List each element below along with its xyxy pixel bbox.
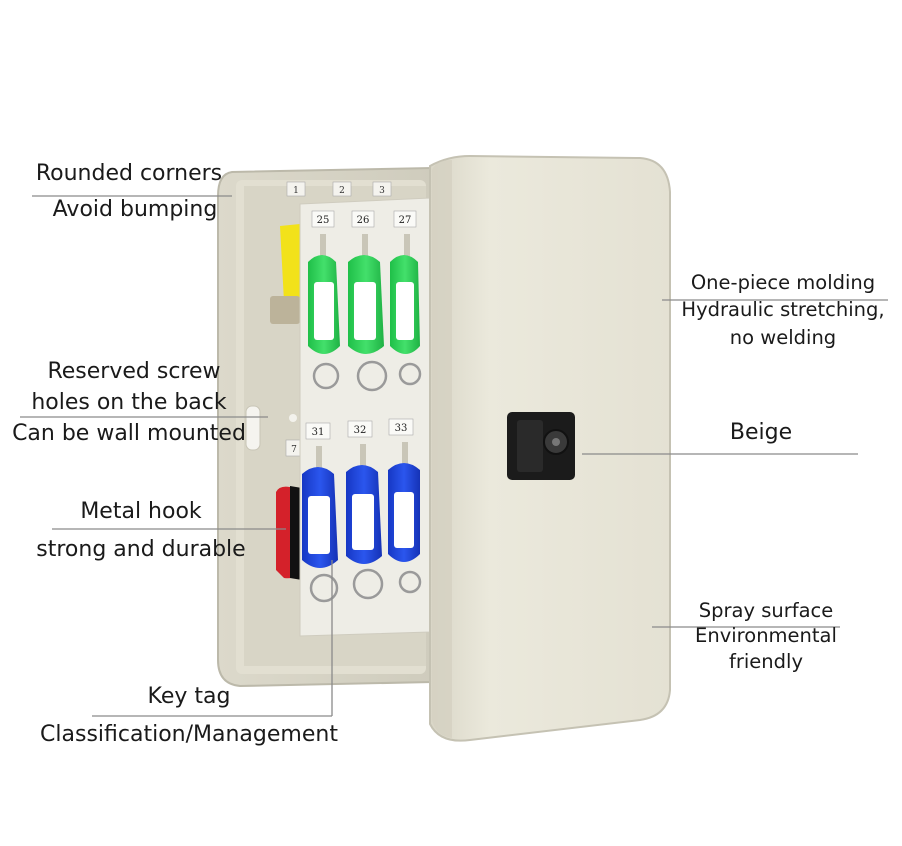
annotation-line: Avoid bumping (52, 197, 218, 223)
annotation-line: holes on the back (31, 390, 227, 416)
key-tag-green (348, 234, 388, 392)
annotation-line: Rounded corners (35, 161, 223, 186)
cabinet-door (429, 154, 671, 742)
back-hook-row: 1 2 3 (286, 181, 392, 197)
annotation-line: One-piece molding (690, 271, 876, 294)
annotation-color: Beige (700, 420, 822, 445)
annotation-line: Beige (729, 420, 793, 445)
hook-number: 31 (312, 427, 325, 438)
annotation-line: Hydraulic stretching, (681, 298, 885, 322)
key-tag-blue (302, 446, 339, 603)
key-tag-blue (388, 442, 422, 594)
annotation-surface: Spray surface Environmental friendly (682, 599, 850, 673)
annotation-line: strong and durable (36, 537, 246, 563)
annotation-line: Spray surface (698, 599, 834, 622)
annotation-line: Reserved screw (47, 359, 221, 384)
green-key-tags (308, 234, 422, 392)
hook-plate: 25 26 27 31 32 33 (299, 197, 431, 637)
annotation-line: no welding (729, 325, 837, 349)
yellow-key-tag (280, 224, 304, 302)
key-tag-green (308, 234, 340, 390)
blue-key-tags (302, 442, 422, 603)
annotation-screw-holes: Reserved screw holes on the back Can be … (6, 359, 252, 447)
hook-number: 32 (354, 425, 367, 436)
hook-number: 25 (317, 215, 330, 226)
annotation-key-tag: Key tag Classification/Management (30, 684, 348, 748)
screw-hole (289, 414, 297, 422)
annotation-rounded-corners: Rounded corners Avoid bumping (26, 161, 232, 223)
hook-number: 7 (291, 445, 297, 455)
hook-number: 2 (339, 186, 345, 196)
top-number-row: 25 26 27 (311, 210, 417, 228)
leader-lines (20, 195, 888, 717)
annotation-line: friendly (729, 649, 803, 673)
hook-number: 26 (357, 215, 370, 226)
annotation-line: Classification/Management (40, 722, 338, 748)
annotation-line: Metal hook (80, 499, 202, 524)
hook-number: 3 (379, 186, 385, 196)
key-tag-blue (346, 444, 384, 600)
annotation-line: Key tag (147, 684, 231, 709)
annotation-metal-hook: Metal hook strong and durable (28, 499, 254, 563)
annotation-molding: One-piece molding Hydraulic stretching, … (672, 271, 894, 349)
hook-number: 27 (399, 215, 412, 226)
annotation-line: Can be wall mounted (12, 421, 246, 447)
hook-number: 33 (395, 423, 408, 434)
hook-number: 1 (293, 186, 299, 196)
key-tag-green (390, 234, 422, 386)
annotation-line: Environmental (695, 624, 837, 648)
combination-lock (507, 412, 575, 480)
bottom-number-row: 31 32 33 (305, 418, 414, 440)
